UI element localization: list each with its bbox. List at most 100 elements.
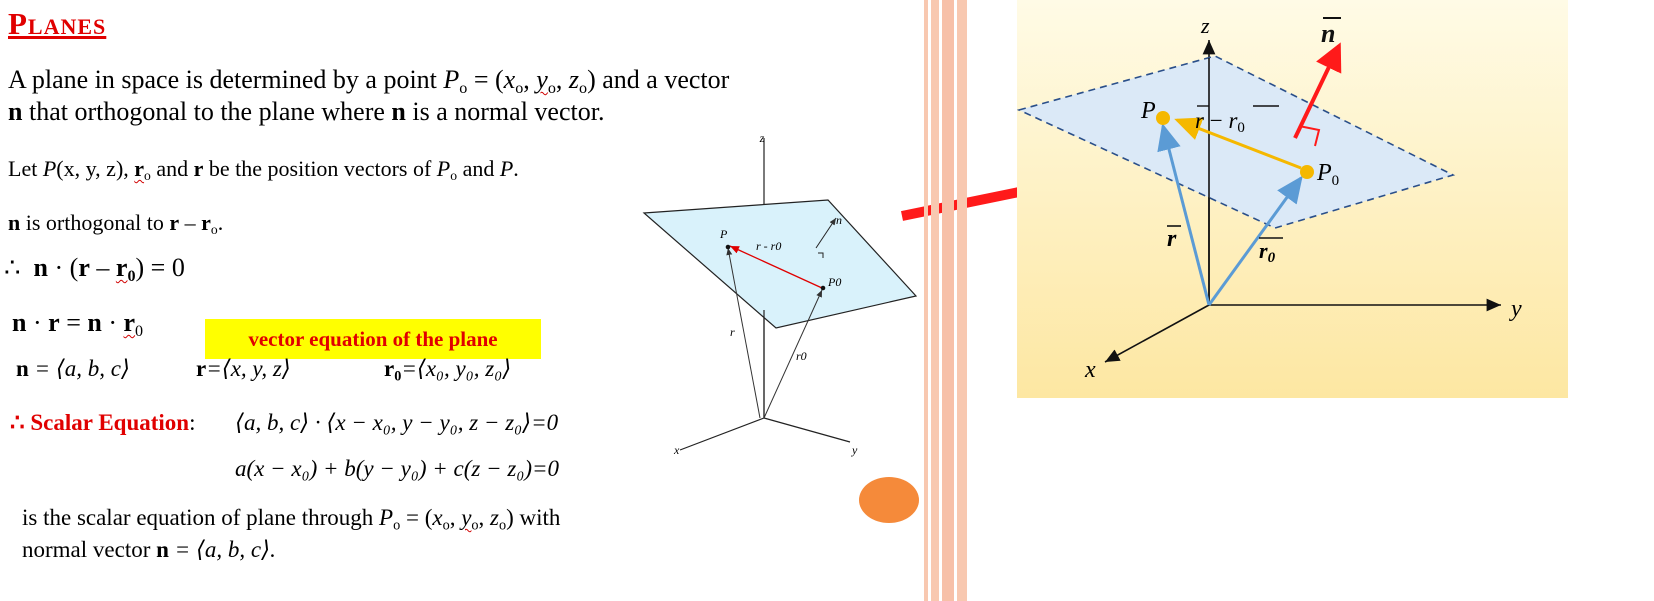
text: = ⟨a, b, c⟩.: [168, 537, 276, 562]
small-P0-label: P0: [827, 275, 841, 289]
subscript: 0: [135, 322, 144, 340]
big-diff-arrow: [1174, 117, 1302, 170]
var-z: z: [490, 505, 499, 530]
let-line: Let P(x, y, z), ro and r be the position…: [8, 156, 519, 184]
small-right-angle: [818, 252, 824, 258]
text: =⟨x₀, y₀, z₀⟩: [401, 356, 512, 381]
point-symbol: P: [499, 156, 514, 181]
small-point-P0: [820, 285, 826, 291]
separator-stripe: [957, 0, 967, 601]
therefore-equation: ∴ n · (r – r0) = 0: [4, 253, 185, 286]
scalar-equation-1: ⟨a, b, c⟩ · ⟨x − x₀, y − y₀, z − z₀⟩=0: [235, 410, 559, 435]
separator-stripe: [924, 0, 928, 601]
big-x-label: x: [1084, 357, 1096, 383]
big-point-P: [1156, 111, 1170, 125]
bold-r: r: [134, 156, 145, 181]
point-symbol: P: [443, 65, 460, 94]
small-n-label: n: [836, 213, 842, 227]
big-normal-arrow: [1293, 42, 1342, 139]
subscript: o: [471, 517, 479, 534]
therefore-symbol: ∴: [10, 410, 25, 435]
bold-r: r: [384, 356, 395, 381]
big-P-label: P: [1140, 98, 1156, 124]
closing-line-2: normal vector n = ⟨a, b, c⟩.: [22, 534, 276, 565]
big-r0-label: r0: [1259, 238, 1276, 266]
n-definition: n = ⟨a, b, c⟩: [16, 356, 130, 382]
big-P0-main: P: [1316, 160, 1332, 186]
subscript: o: [499, 517, 507, 534]
text: ) and a vector: [587, 65, 730, 94]
subscript: 0: [394, 368, 402, 385]
big-r0-arrow: [1207, 175, 1303, 306]
bold-n: n: [8, 97, 23, 126]
bold-r: r: [201, 210, 211, 235]
var-y: y: [461, 505, 472, 530]
var-z: z: [568, 65, 580, 94]
big-y-label: y: [1509, 296, 1522, 322]
small-diff-label: r - r0: [756, 239, 781, 253]
orange-dot: [859, 477, 919, 523]
small-x-axis: [679, 417, 765, 451]
small-point-P: [725, 244, 731, 250]
text: –: [179, 210, 202, 235]
separator-stripe: [931, 0, 939, 601]
small-r0-label: r0: [796, 349, 807, 363]
text: = ⟨a, b, c⟩: [28, 356, 130, 381]
text: = (: [467, 65, 504, 94]
big-r0-main: r: [1259, 238, 1268, 263]
text: that orthogonal to the plane where: [22, 97, 392, 126]
small-r-arrow: [726, 247, 761, 419]
closing-line-1: is the scalar equation of plane through …: [22, 502, 560, 541]
text: =: [59, 308, 88, 337]
small-plane: [642, 199, 918, 329]
bold-n: n: [8, 210, 21, 235]
r0-definition: r0=⟨x₀, y₀, z₀⟩: [384, 356, 511, 385]
big-r0-sub: 0: [1268, 250, 1276, 266]
small-y-axis: [763, 417, 851, 443]
text: ,: [523, 65, 537, 94]
small-z-label: z: [759, 131, 765, 145]
text: be the position vectors of: [203, 156, 437, 181]
big-n-label: n: [1321, 19, 1335, 48]
text: and: [150, 156, 194, 181]
big-diff-label: r − r0: [1195, 108, 1245, 136]
text: normal vector: [22, 537, 157, 562]
orthogonal-line: n is orthogonal to r – ro.: [8, 210, 223, 238]
big-P0-label: P0: [1316, 160, 1339, 189]
text: ,: [478, 505, 491, 530]
bold-n: n: [156, 537, 169, 562]
big-r-arrow: [1157, 123, 1211, 306]
text: is orthogonal to: [20, 210, 170, 235]
point-symbol: P: [42, 156, 57, 181]
r-definition: r=⟨x, y, z⟩: [196, 356, 291, 382]
text: =⟨x, y, z⟩: [206, 356, 291, 381]
text: is a normal vector.: [405, 97, 605, 126]
text: and: [457, 156, 500, 181]
text: :: [189, 410, 196, 435]
text: ) with: [506, 505, 561, 530]
bold-r: r: [196, 356, 207, 381]
big-r-label: r: [1167, 226, 1177, 252]
point-symbol: P: [436, 156, 451, 181]
text: is the scalar equation of plane through: [22, 505, 380, 530]
slide-title: Planes: [8, 6, 107, 41]
big-diff-sub: 0: [1237, 120, 1245, 136]
big-plane-diagram: z x y n P P0 r r0 r − r0: [1017, 0, 1568, 398]
subscript: o: [442, 517, 450, 534]
small-x-label: x: [673, 443, 680, 457]
var-y: y: [536, 65, 548, 94]
bold-n: n: [87, 308, 102, 337]
bold-n: n: [33, 253, 49, 282]
big-diff-r0: r: [1228, 108, 1238, 133]
subscript: o: [210, 222, 218, 238]
bold-r: r: [123, 308, 136, 337]
separator-stripe: [942, 0, 954, 601]
scalar-label: Scalar Equation: [30, 410, 190, 435]
small-r-label: r: [730, 325, 735, 339]
subscript: o: [459, 79, 468, 97]
intro-line-1: A plane in space is determined by a poin…: [8, 64, 729, 104]
scalar-equation-label: ∴ Scalar Equation:: [10, 410, 195, 436]
subscript: o: [450, 168, 458, 184]
text: (x, y, z),: [56, 156, 135, 181]
subscript: o: [579, 79, 588, 97]
